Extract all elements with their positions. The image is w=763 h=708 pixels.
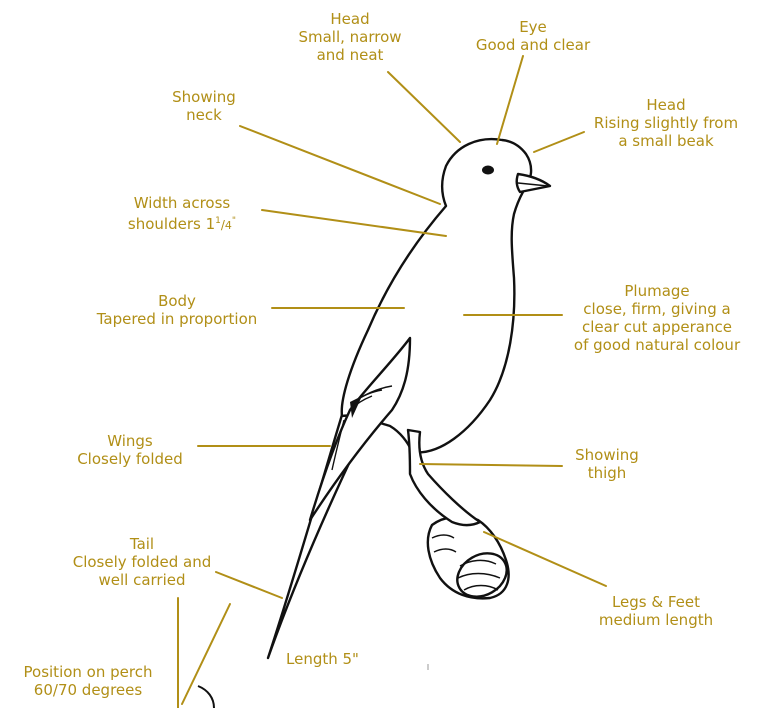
label-line: and neat (282, 46, 418, 64)
label-line: Closely folded and (50, 553, 234, 571)
label-line: well carried (50, 571, 234, 589)
label-line: thigh (562, 464, 652, 482)
label-tail: Tail Closely folded and well carried (50, 535, 234, 589)
label-head-small: Head Small, narrow and neat (282, 10, 418, 64)
angle-arc (198, 686, 214, 708)
label-eye: Eye Good and clear (458, 18, 608, 54)
label-plumage: Plumage close, firm, giving a clear cut … (554, 282, 760, 354)
label-line: Position on perch (0, 663, 176, 681)
label-line: Showing (562, 446, 652, 464)
label-body: Body Tapered in proportion (72, 292, 282, 328)
label-title: Head (282, 10, 418, 28)
label-title: Head (574, 96, 758, 114)
perch (428, 517, 515, 606)
label-line: Rising slightly from (574, 114, 758, 132)
label-line: shoulders 11/4" (104, 212, 260, 235)
label-line: Good and clear (458, 36, 608, 54)
label-position-perch: Position on perch 60/70 degrees (0, 663, 176, 699)
inch-mark: " (232, 216, 236, 226)
label-line: Closely folded (62, 450, 198, 468)
label-line: Width across (104, 194, 260, 212)
label-line: Tapered in proportion (72, 310, 282, 328)
label-line: a small beak (574, 132, 758, 150)
label-title: Body (72, 292, 282, 310)
label-title: Eye (458, 18, 608, 36)
label-showing-thigh: Showing thigh (562, 446, 652, 482)
label-line: neck (156, 106, 252, 124)
label-line: 60/70 degrees (0, 681, 176, 699)
label-line: clear cut apperance (554, 318, 760, 336)
label-line: of good natural colour (554, 336, 760, 354)
label-wings: Wings Closely folded (62, 432, 198, 468)
label-line: Small, narrow (282, 28, 418, 46)
label-line: Showing (156, 88, 252, 106)
label-title: Wings (62, 432, 198, 450)
fraction-denominator: 4 (225, 219, 232, 232)
label-title: Tail (50, 535, 234, 553)
label-text: shoulders 1 (128, 215, 215, 233)
label-title: Legs & Feet (582, 593, 730, 611)
label-showing-neck: Showing neck (156, 88, 252, 124)
label-length: Length 5" (286, 650, 359, 668)
label-title: Plumage (554, 282, 760, 300)
label-head-rising: Head Rising slightly from a small beak (574, 96, 758, 150)
label-width-shoulders: Width across shoulders 11/4" (104, 194, 260, 235)
label-legs-feet: Legs & Feet medium length (582, 593, 730, 629)
label-line: Length 5" (286, 650, 359, 668)
label-line: close, firm, giving a (554, 300, 760, 318)
bird-eye (482, 166, 494, 175)
label-line: medium length (582, 611, 730, 629)
